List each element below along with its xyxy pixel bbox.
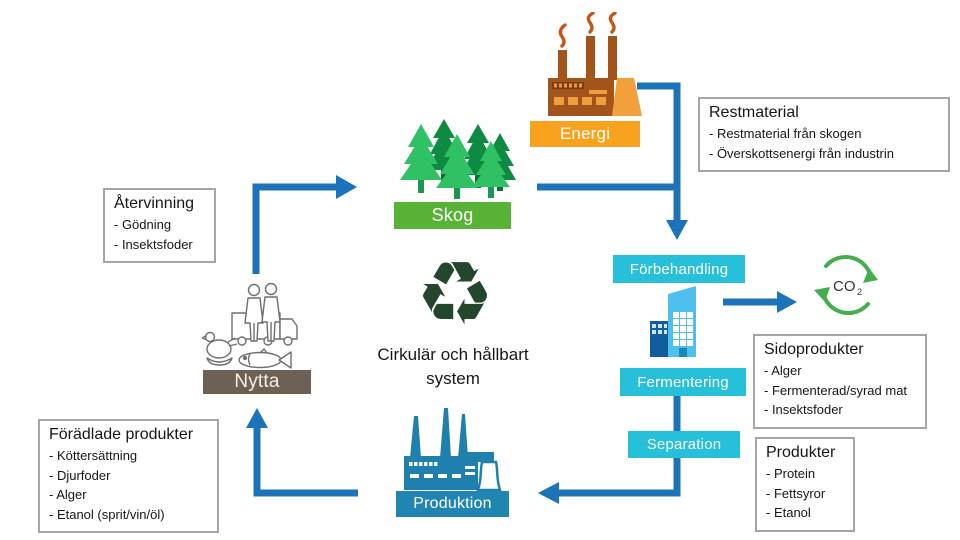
produkter-box: Produkter - Protein - Fettsyror - Etanol [755,437,855,532]
arrowhead-right-co2 [777,291,797,313]
arrow-energi-to-forbehandling [637,82,681,222]
arrowhead-right-skog [336,175,357,199]
node-produktion: Produktion [396,491,509,517]
node-energi: Energi [530,121,640,147]
produkter-title: Produkter [766,444,836,461]
node-nytta-label: Nytta [234,371,280,392]
hen-icon [206,339,232,359]
atervinning-title: Återvinning [114,195,195,212]
node-energi-label: Energi [559,124,611,143]
node-separation-label: Separation [646,436,722,453]
sidoprodukter-item: - Alger [764,363,802,378]
skog-trees-icon [394,117,516,201]
restmaterial-title: Restmaterial [709,104,799,121]
node-forbehandling-label: Förbehandling [629,260,729,278]
node-produktion-label: Produktion [413,495,492,512]
arrow-fermentering-to-produktion [557,392,681,497]
sidoprodukter-title: Sidoprodukter [764,341,864,358]
node-nytta: Nytta [203,370,311,394]
center-label-line2: system [426,368,480,388]
center-label: Cirkulär och hållbart system [358,343,548,391]
atervinning-item: - Insektsfoder [114,236,193,252]
arrowhead-up-nytta [246,408,268,428]
recycle-icon: ♻ [415,244,495,343]
arrowhead-left-produktion [538,482,559,504]
produkter-item: - Protein [766,466,816,481]
produkter-item: - Fettsyror [766,485,826,501]
sidoprodukter-item: - Insektsfoder [764,402,843,417]
arrow-nytta-to-skog [252,183,338,274]
foradlade-produkter-title: Förädlade produkter [49,426,194,443]
fermentering-building-icon [648,283,720,361]
produktion-factory-icon [400,406,504,492]
foradlade-produkter-item: - Alger [49,487,87,502]
arrowhead-down-forbehandling [666,220,688,240]
node-skog: Skog [394,202,511,229]
node-fermentering-label: Fermentering [637,373,729,391]
node-skog-label: Skog [431,205,474,225]
foradlade-produkter-box: Förädlade produkter - Köttersättning - D… [38,419,219,533]
person-icon [247,283,261,297]
co2-subscript: 2 [857,287,862,297]
foradlade-produkter-item: - Köttersättning [49,448,138,463]
co2-text: CO [833,278,856,295]
center-label-line1: Cirkulär och hållbart [377,345,529,364]
arrow-produktion-to-nytta [253,426,358,497]
foradlade-produkter-item: - Etanol (sprit/vin/öl) [49,506,165,522]
restmaterial-box: Restmaterial - Restmaterial från skogen … [698,97,950,172]
sidoprodukter-item: - Fermenterad/syrad mat [764,382,908,398]
node-forbehandling: Förbehandling [613,255,745,283]
sidoprodukter-box: Sidoprodukter - Alger - Fermenterad/syra… [753,334,927,429]
node-fermentering: Fermentering [620,368,746,396]
restmaterial-item: - Överskottsenergi från industrin [709,145,894,161]
atervinning-box: Återvinning - Gödning - Insektsfoder [103,188,216,263]
co2-cycle-icon: CO 2 [810,250,884,322]
atervinning-item: - Gödning [114,217,172,232]
restmaterial-item: - Restmaterial från skogen [709,126,862,141]
energi-factory-icon [545,12,645,118]
node-separation: Separation [628,431,740,458]
produkter-item: - Etanol [766,505,811,520]
foradlade-produkter-item: - Djurfoder [49,467,111,483]
nytta-illustration [202,281,312,373]
person-icon [264,282,278,296]
